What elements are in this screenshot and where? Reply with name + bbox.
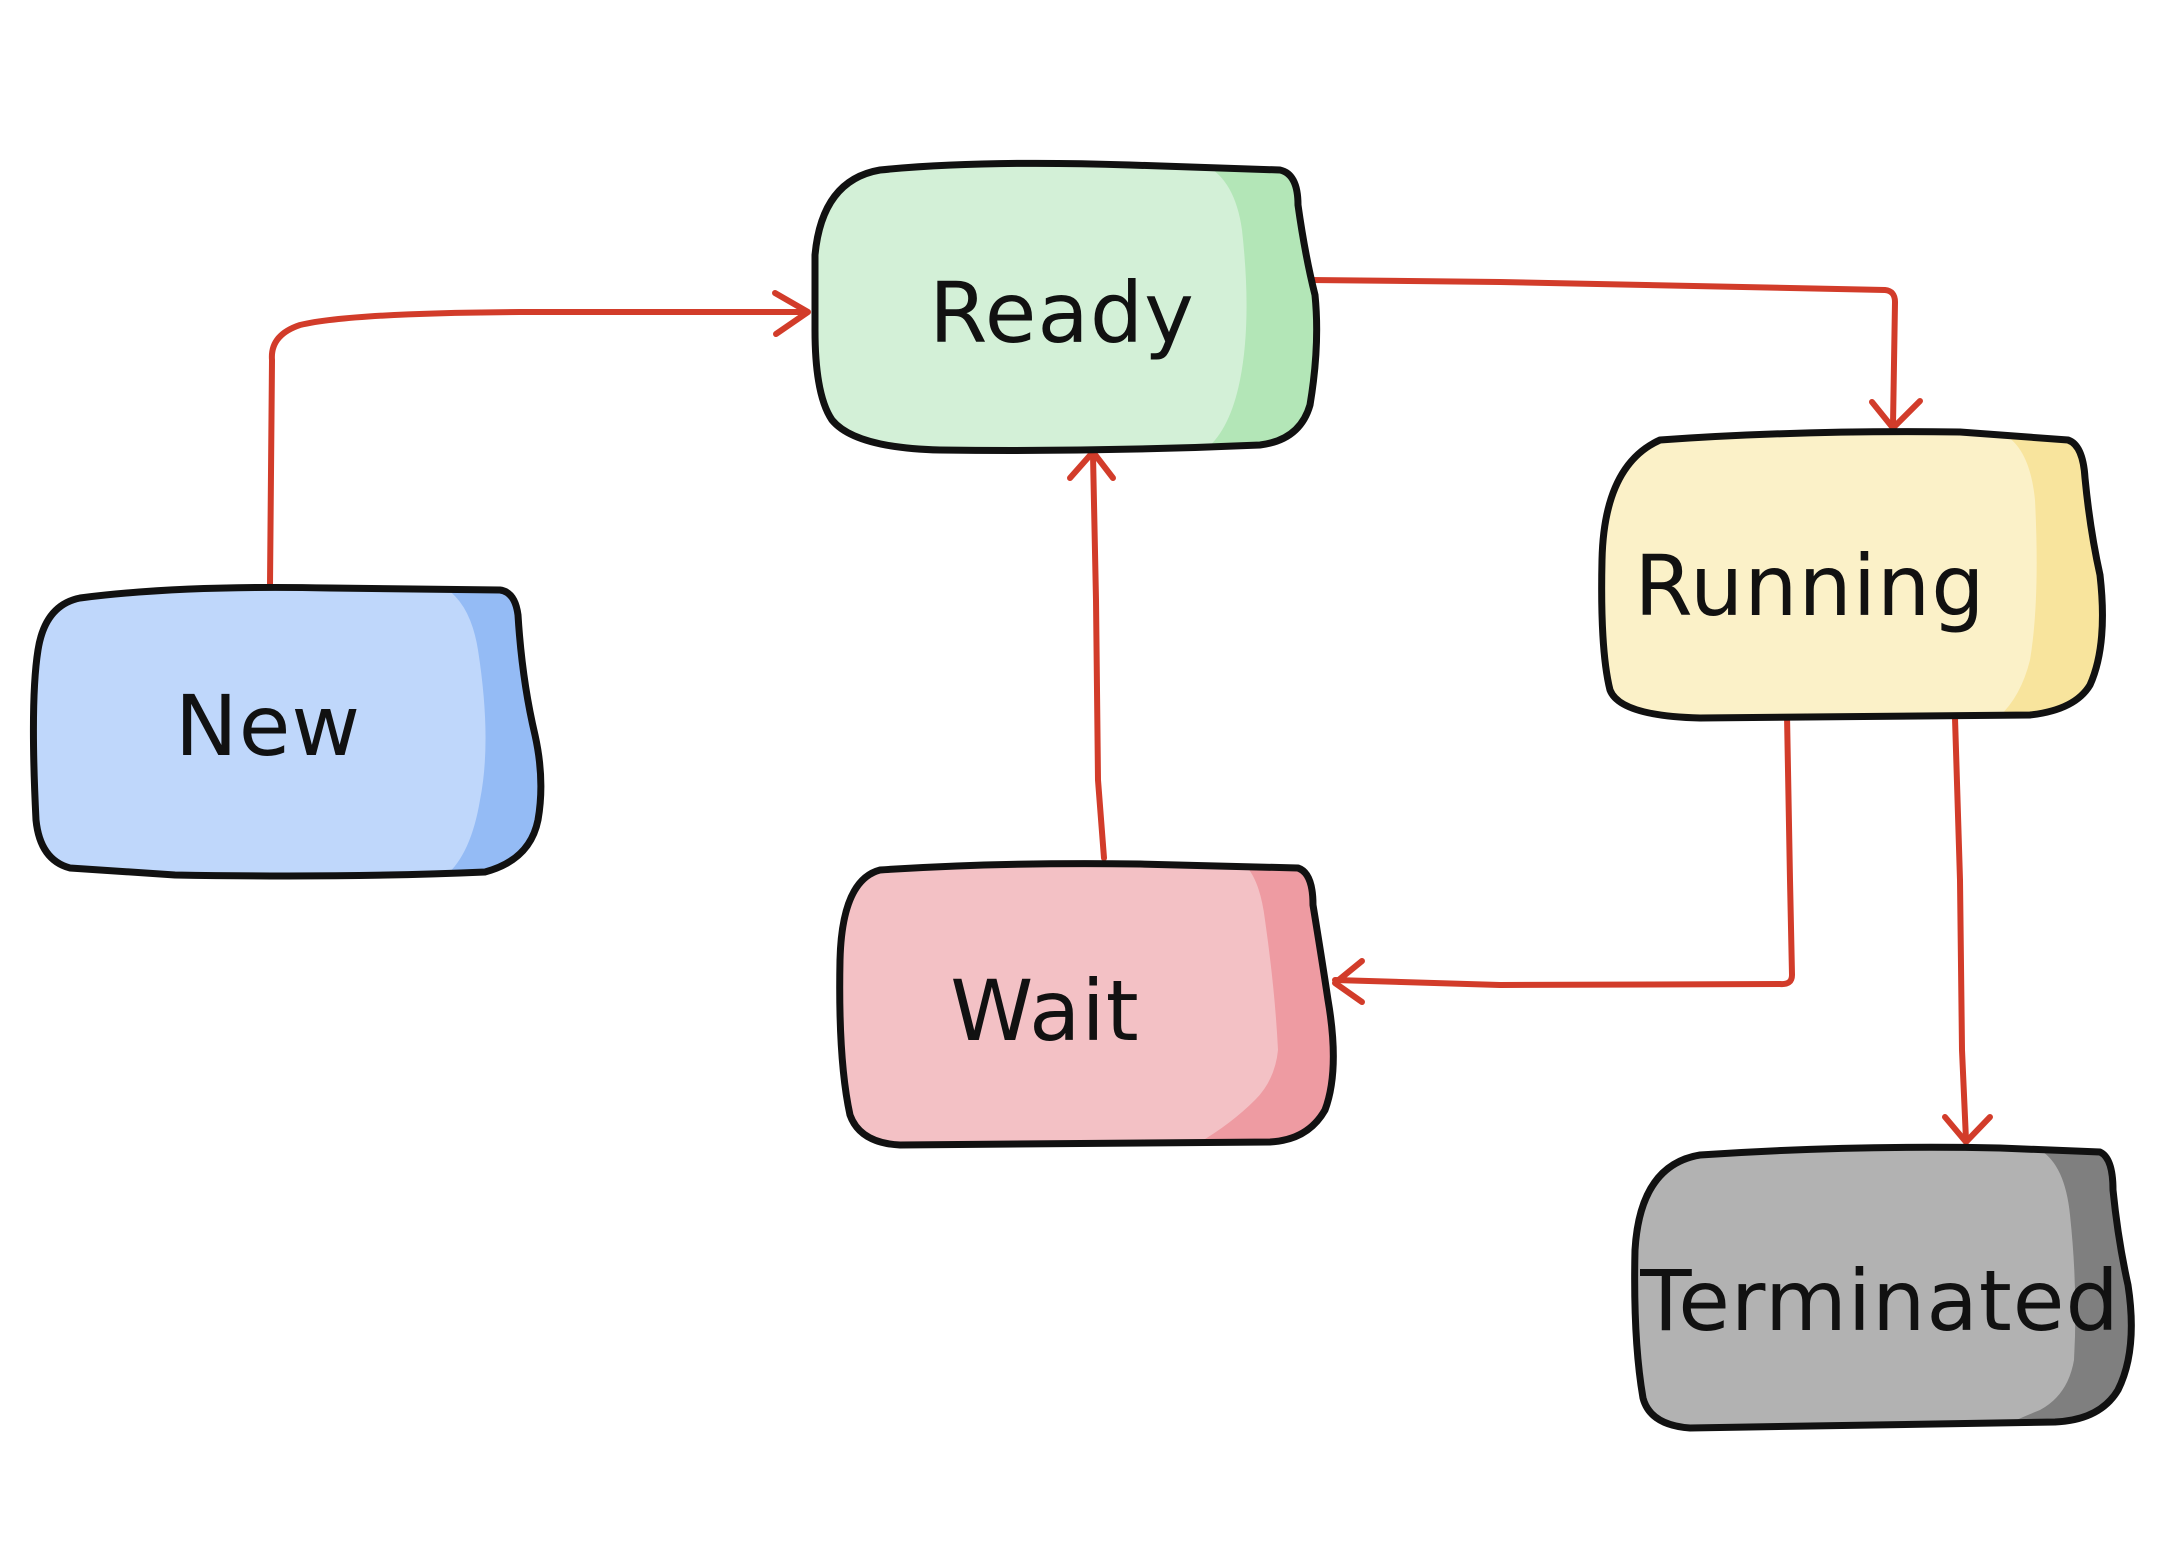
arrowhead-icon — [1869, 398, 1923, 431]
node-terminated: Terminated — [1631, 1143, 2135, 1432]
node-running-label: Running — [1634, 537, 1985, 635]
node-wait-label: Wait — [950, 962, 1139, 1060]
node-new-label: New — [175, 677, 361, 775]
edge-new-to-ready — [267, 290, 811, 588]
arrowhead-icon — [1332, 958, 1365, 1005]
arrowhead-icon — [1942, 1114, 1993, 1145]
node-new: New — [29, 583, 545, 880]
node-terminated-label: Terminated — [1639, 1252, 2120, 1350]
node-wait: Wait — [836, 860, 1337, 1149]
edge-running-to-wait — [1332, 712, 1795, 1005]
node-ready: Ready — [811, 159, 1321, 454]
edge-wait-to-ready — [1067, 449, 1116, 861]
edge-ready-to-running — [1307, 277, 1923, 431]
node-running: Running — [1598, 428, 2106, 722]
node-ready-label: Ready — [929, 264, 1195, 362]
edge-running-to-terminated — [1942, 715, 1993, 1145]
arrowhead-icon — [772, 290, 811, 337]
